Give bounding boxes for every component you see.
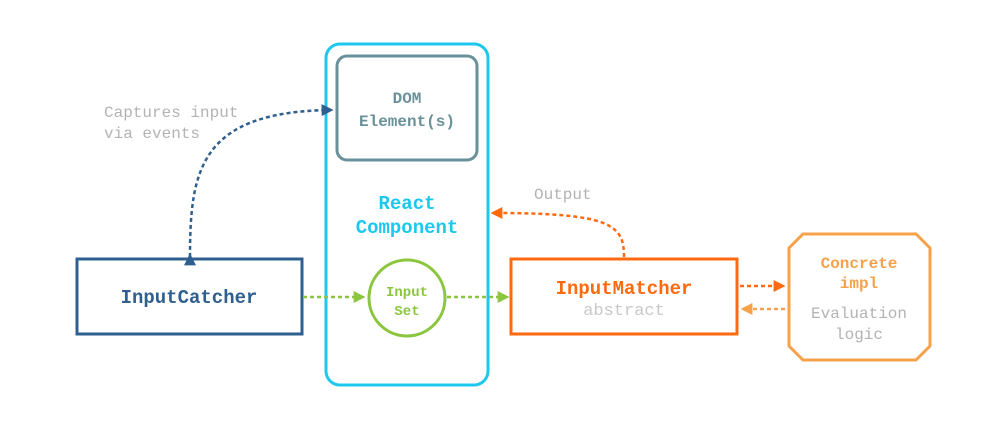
input-matcher-label: InputMatcher [556,278,693,300]
react-component-label-line2: Component [356,217,459,239]
output-label: Output [534,186,592,204]
input-matcher-abstract-label: abstract [583,302,665,321]
input-matcher-box [509,257,739,336]
input-set-label-line1: Input [386,285,428,301]
input-catcher-box [75,257,304,336]
dom-element-label-line1: DOM [393,90,422,108]
dom-element-box [335,54,479,162]
concrete-impl-box [787,232,932,362]
react-component-label-line1: React [378,193,435,215]
evaluation-label-line2: logic [835,326,883,344]
captures-input-label-line1: Captures input [104,104,238,122]
captures-input-label-line2: via events [104,125,200,143]
input-set-circle [367,258,447,338]
dom-element-label-line2: Element(s) [359,113,455,131]
evaluation-label-line1: Evaluation [811,305,907,323]
concrete-label-line1: Concrete [821,255,898,273]
capture-arrow [183,104,334,266]
output-arrow [490,207,626,258]
input-set-label-line2: Set [394,304,419,320]
input-catcher-label: InputCatcher [121,287,258,309]
concrete-label-line2: impl [840,275,878,293]
